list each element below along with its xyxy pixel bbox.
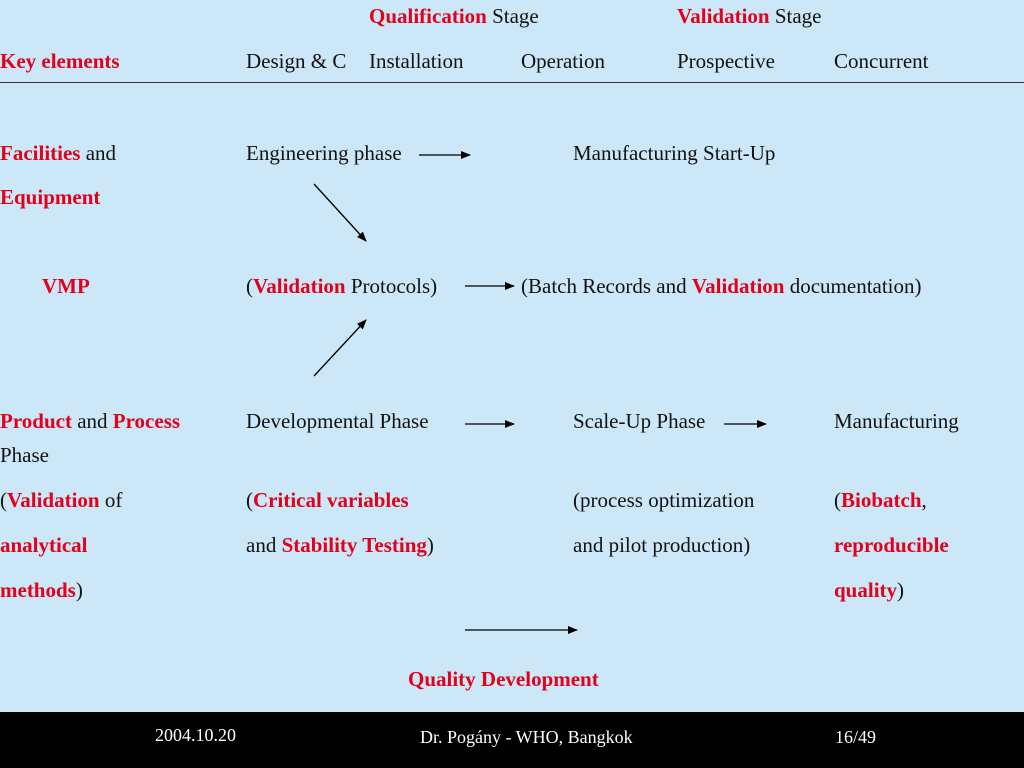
product-word: Product — [0, 409, 72, 433]
equipment-label: Equipment — [0, 185, 101, 209]
process-optimization-text: (process optimization — [573, 488, 755, 512]
batch-rest-text: documentation) — [784, 274, 922, 298]
vmp-label: VMP — [42, 274, 90, 298]
footer-bar: 2004.10.20 Dr. Pogány - WHO, Bangkok 16/… — [0, 712, 1024, 768]
biobatch-word: Biobatch — [841, 488, 922, 512]
batch-records: (Batch Records and Validation documentat… — [521, 274, 922, 298]
arrow-engineering-to-protocols — [313, 183, 367, 242]
batch-validation-word: Validation — [691, 274, 785, 298]
biobatch-text: (Biobatch, — [834, 488, 927, 512]
validation-stage-text: Stage — [769, 4, 822, 28]
protocols-open-paren: ( — [246, 274, 253, 298]
quality-word: quality — [834, 578, 898, 602]
c4-comma: , — [921, 488, 927, 512]
column-operation: Operation — [521, 49, 605, 73]
qualification-word: Qualification — [369, 4, 487, 28]
validation-of-text: (Validation of — [0, 488, 122, 512]
c2-and-word: and — [246, 533, 282, 557]
arrow-developmental-to-protocols — [313, 319, 367, 377]
qualification-stage-text: Stage — [486, 4, 539, 28]
column-concurrent: Concurrent — [834, 49, 929, 73]
protocols-rest-text: Protocols) — [345, 274, 438, 298]
developmental-phase: Developmental Phase — [246, 409, 429, 433]
quality-text: quality) — [834, 578, 904, 602]
c1-of-word: of — [99, 488, 123, 512]
c1-validation-word: Validation — [7, 488, 100, 512]
stability-testing-word: Stability Testing — [281, 533, 427, 557]
footer-author: Dr. Pogány - WHO, Bangkok — [420, 727, 633, 747]
stage-header-validation: Validation Stage — [677, 4, 822, 28]
methods-word: methods — [0, 578, 76, 602]
c4-open-paren: ( — [834, 488, 841, 512]
facilities-and-word: and — [80, 141, 117, 165]
reproducible-text: reproducible — [834, 533, 949, 557]
validation-word: Validation — [677, 4, 770, 28]
stability-testing-text: and Stability Testing) — [246, 533, 434, 557]
c1-close-paren: ) — [75, 578, 83, 602]
footer-page-number: 16/49 — [835, 727, 877, 747]
footer-date: 2004.10.20 — [155, 725, 236, 745]
analytical-text: analytical — [0, 533, 88, 557]
engineering-phase: Engineering phase — [246, 141, 402, 165]
methods-text: methods) — [0, 578, 83, 602]
manufacturing: Manufacturing — [834, 409, 959, 433]
pilot-production-text: and pilot production) — [573, 533, 751, 557]
c1-open-paren: ( — [0, 488, 7, 512]
column-installation: Installation — [369, 49, 464, 73]
scaleup-phase: Scale-Up Phase — [573, 409, 706, 433]
column-prospective: Prospective — [677, 49, 775, 73]
facilities-label: Facilities and — [0, 141, 116, 165]
protocols-validation-word: Validation — [253, 274, 346, 298]
quality-development-label: Quality Development — [408, 667, 599, 691]
batch-text: (Batch Records and — [521, 274, 692, 298]
product-process-label: Product and Process — [0, 409, 180, 433]
column-design: Design & C — [246, 49, 347, 73]
c2-close-paren: ) — [426, 533, 434, 557]
facilities-word: Facilities — [0, 141, 81, 165]
header-divider — [0, 82, 1024, 83]
stage-header-qualification: Qualification Stage — [369, 4, 539, 28]
manufacturing-startup: Manufacturing Start-Up — [573, 141, 776, 165]
key-elements-heading: Key elements — [0, 49, 120, 73]
c4-close-paren: ) — [897, 578, 905, 602]
product-and-word: and — [71, 409, 113, 433]
critical-variables-text: (Critical variables — [246, 488, 409, 512]
phase-label: Phase — [0, 443, 49, 467]
critical-variables-word: Critical variables — [253, 488, 409, 512]
process-word: Process — [112, 409, 181, 433]
c2-open-paren: ( — [246, 488, 253, 512]
validation-protocols: (Validation Protocols) — [246, 274, 437, 298]
arrows-layer — [313, 151, 767, 634]
